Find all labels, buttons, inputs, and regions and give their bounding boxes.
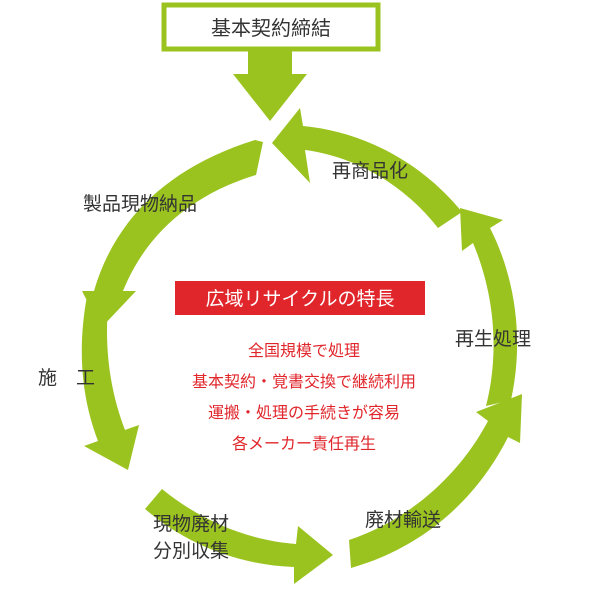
step-label-recommercialization: 再商品化 <box>332 160 408 182</box>
features-title: 広域リサイクルの特長 <box>205 288 394 310</box>
arrow-recommercialization-to-delivery <box>272 108 462 228</box>
arrow-recycling-to-recommercialization <box>460 208 518 406</box>
contract-label: 基本契約締結 <box>211 16 331 40</box>
arrow-transport-to-recycling <box>349 394 522 568</box>
step-label-transport: 廃材輸送 <box>365 509 441 531</box>
feature-item: 各メーカー責任再生 <box>232 434 376 453</box>
arrow-construction-to-sorting <box>81 296 139 470</box>
arrow-sorting-to-transport <box>145 489 333 584</box>
feature-item: 運搬・処理の手続きが容易 <box>208 403 400 422</box>
arrow-delivery-to-construction <box>82 140 263 328</box>
step-label-recycling: 再生処理 <box>455 328 531 350</box>
feature-item: 全国規模で処理 <box>248 341 360 360</box>
step-label-construction: 施 工 <box>38 367 95 389</box>
step-label-sorting-line2: 分別収集 <box>153 540 229 562</box>
contract-down-arrow <box>233 51 307 121</box>
features-title-badge <box>175 281 425 315</box>
step-label-delivery: 製品現物納品 <box>83 193 197 215</box>
contract-box <box>161 2 381 52</box>
feature-item: 基本契約・覚書交換で継続利用 <box>192 372 416 391</box>
step-label-sorting-line1: 現物廃材 <box>153 513 229 535</box>
